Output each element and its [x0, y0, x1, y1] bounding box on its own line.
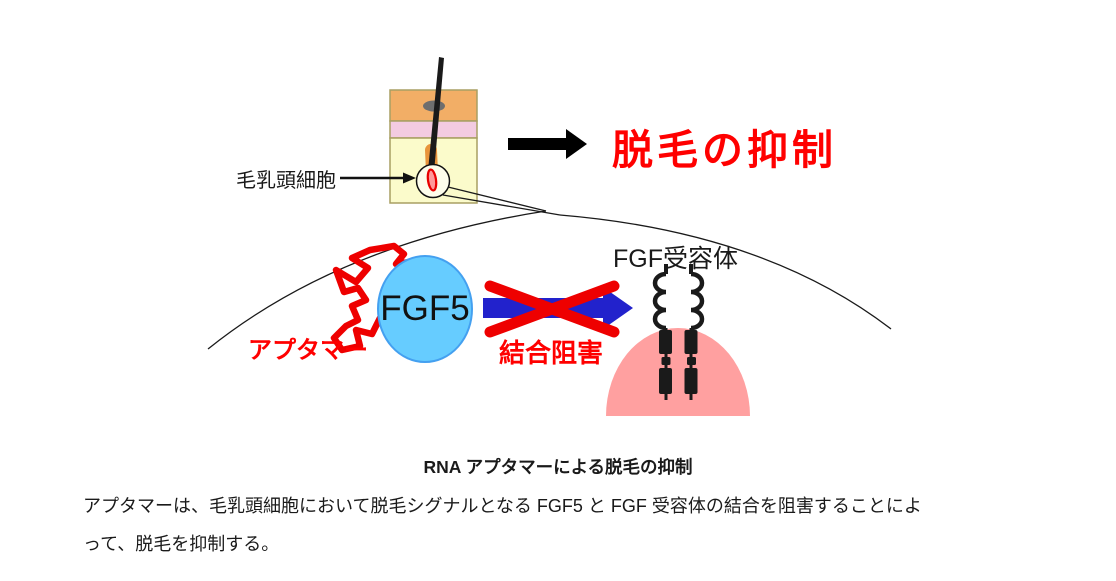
- receptor-coil-right: [690, 271, 705, 331]
- zoom-arc-right: [559, 214, 892, 330]
- result-arrow: [508, 129, 587, 159]
- papilla-cell: [426, 168, 438, 192]
- receptor-coil-left: [652, 271, 667, 331]
- cell-membrane-dome: [606, 328, 750, 416]
- zoom-fan: [207, 186, 892, 350]
- papilla-pointer-arrow: [340, 172, 416, 184]
- result-text: 脱毛の抑制: [612, 127, 837, 173]
- fgf5-ellipse: [377, 255, 473, 363]
- figure-caption: RNA アプタマーによる脱毛の抑制: [423, 457, 693, 477]
- zoom-line-upper: [447, 186, 547, 212]
- aptamer-label: アプタマー: [248, 337, 368, 364]
- fgf-receptor-label: FGF受容体: [613, 245, 738, 273]
- block-x-icon: [484, 280, 620, 338]
- skin-cross-section: [389, 57, 478, 204]
- fgf5-label: FGF5: [380, 289, 470, 328]
- fgf-receptor: [652, 264, 705, 400]
- papilla-cell-label: 毛乳頭細胞: [236, 170, 336, 192]
- description-line-1: アプタマーは、毛乳頭細胞において脱毛シグナルとなる FGF5 と FGF 受容体…: [83, 496, 922, 516]
- binding-block-label: 結合阻害: [499, 338, 604, 368]
- hair-shaft: [427, 57, 444, 184]
- description-line-2: って、脱毛を抑制する。: [83, 534, 280, 554]
